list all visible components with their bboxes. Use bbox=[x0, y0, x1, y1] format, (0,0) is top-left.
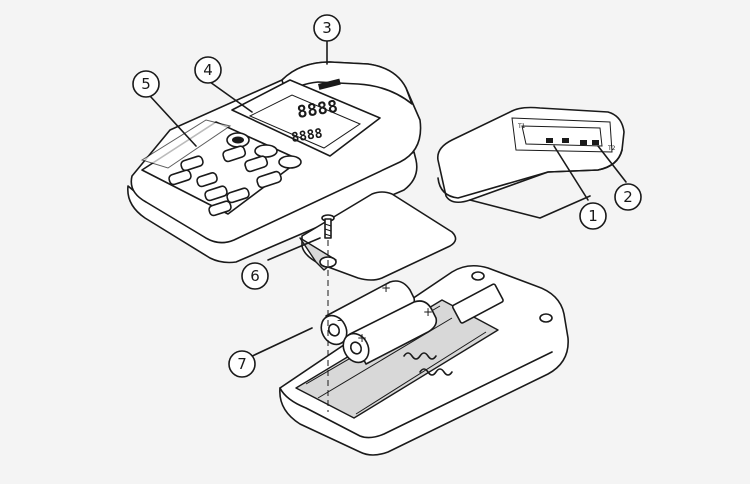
screw-icon bbox=[321, 214, 335, 239]
callout-7: 7 bbox=[228, 350, 256, 378]
svg-text:4: 4 bbox=[203, 61, 213, 79]
mode-button[interactable] bbox=[278, 155, 302, 169]
svg-text:1: 1 bbox=[588, 207, 598, 225]
callout-2: 2 bbox=[614, 183, 642, 211]
keypad-button-f[interactable] bbox=[204, 185, 228, 202]
keypad-button-e[interactable] bbox=[196, 172, 218, 188]
battery-door bbox=[299, 191, 457, 281]
battery-1-plus: + bbox=[381, 281, 391, 295]
keypad-button-h[interactable] bbox=[208, 200, 232, 217]
t2-socket-b bbox=[592, 140, 599, 145]
leader-lines bbox=[149, 40, 627, 359]
display-lower-digits: 8888 bbox=[290, 126, 323, 146]
t2-socket-a bbox=[580, 140, 587, 145]
keypad-button-c[interactable] bbox=[180, 155, 204, 172]
svg-text:2: 2 bbox=[623, 188, 633, 206]
probe-connector-view: T1 T2 bbox=[436, 106, 625, 219]
battery-2-plus-end: + bbox=[357, 331, 367, 345]
backlight-button[interactable] bbox=[254, 144, 278, 158]
battery-icon: + + – + bbox=[320, 280, 438, 365]
callout-3: 3 bbox=[313, 14, 341, 42]
callout-4: 4 bbox=[194, 56, 222, 84]
callout-6: 6 bbox=[241, 262, 269, 290]
svg-text:5: 5 bbox=[141, 75, 151, 93]
hold-button[interactable] bbox=[256, 170, 282, 189]
bottom-case bbox=[279, 264, 569, 456]
keypad-button-b[interactable] bbox=[244, 155, 269, 173]
battery-1-minus: – bbox=[337, 313, 343, 327]
callout-1: 1 bbox=[579, 202, 607, 230]
thermometer-front: 8888 8888 bbox=[127, 61, 422, 264]
probe-t2-label: T2 bbox=[607, 145, 616, 152]
svg-text:7: 7 bbox=[237, 355, 247, 373]
callout-5: 5 bbox=[132, 70, 160, 98]
keypad-button-a[interactable] bbox=[222, 145, 247, 163]
svg-text:6: 6 bbox=[250, 267, 260, 285]
svg-text:3: 3 bbox=[322, 19, 332, 37]
battery-2-plus: + bbox=[423, 305, 433, 319]
t1-socket bbox=[546, 138, 553, 143]
brand-badge bbox=[318, 78, 341, 90]
keypad-button-d[interactable] bbox=[168, 169, 192, 186]
center-socket bbox=[562, 138, 569, 143]
probe-t1-label: T1 bbox=[517, 123, 526, 130]
keypad-button-g[interactable] bbox=[226, 187, 250, 204]
